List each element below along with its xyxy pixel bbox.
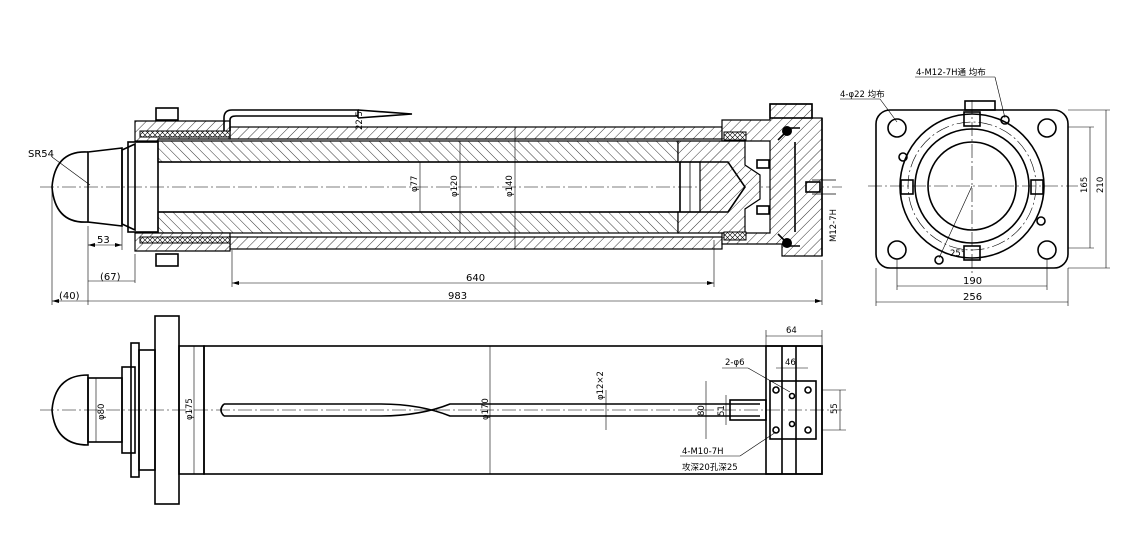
end-view: 165 210 190 256 4-M12-7H通 均布 4-φ22 均布 25… xyxy=(840,67,1110,306)
d165-label: 165 xyxy=(1080,177,1090,193)
section-view: φ77 φ120 φ140 22.5 M12-7H SR54 53 (67) 6… xyxy=(28,103,842,305)
d53-label: 53 xyxy=(97,235,110,246)
dia12x2-label: φ12×2 xyxy=(596,371,606,400)
d67-label: (67) xyxy=(100,272,121,283)
sr54-label: SR54 xyxy=(28,149,54,160)
d80-label: 80 xyxy=(697,405,707,416)
rod-wall-top xyxy=(157,140,679,163)
dia170-label: φ170 xyxy=(481,398,491,420)
dia140-label: φ140 xyxy=(505,175,515,197)
dia80-label: φ80 xyxy=(97,404,107,420)
tube-wall-top xyxy=(229,126,723,140)
d210-label: 210 xyxy=(1096,177,1106,193)
rod-ball-end xyxy=(51,151,89,223)
mount-hole-tl xyxy=(887,118,907,138)
d2phi6-label: 2-φ6 xyxy=(725,358,745,368)
side-view: φ80 φ175 φ170 φ12×2 80 51 55 64 46 2-φ6 … xyxy=(40,315,846,505)
m12-label: M12-7H xyxy=(829,209,839,242)
dia175-label: φ175 xyxy=(185,398,195,420)
mount-hole-br xyxy=(1037,240,1057,260)
m12-holes-label: 4-M12-7H通 均布 xyxy=(916,67,986,78)
deg25-label: 25° xyxy=(950,249,965,259)
d22_5-label: 22.5 xyxy=(355,111,365,130)
d64-label: 64 xyxy=(786,326,797,336)
dia77-label: φ77 xyxy=(410,176,420,192)
mount-hole-bl xyxy=(887,240,907,260)
d22-holes-label: 4-φ22 均布 xyxy=(840,89,885,100)
dia120-label: φ120 xyxy=(450,175,460,197)
m10-label: 4-M10-7H xyxy=(682,447,724,457)
d640-label: 640 xyxy=(466,273,485,284)
rod-wall-bottom xyxy=(157,211,679,234)
d983-label: 983 xyxy=(448,291,467,302)
d40-label: (40) xyxy=(59,291,80,302)
d55-label: 55 xyxy=(830,403,840,414)
tube-wall-bottom xyxy=(229,236,723,250)
d256-label: 256 xyxy=(963,292,982,303)
d46-label: 46 xyxy=(785,358,796,368)
d190-label: 190 xyxy=(963,276,982,287)
d51-label: 51 xyxy=(717,405,727,416)
mount-hole-tr xyxy=(1037,118,1057,138)
m10-depth-label: 攻深20孔深25 xyxy=(682,462,738,473)
